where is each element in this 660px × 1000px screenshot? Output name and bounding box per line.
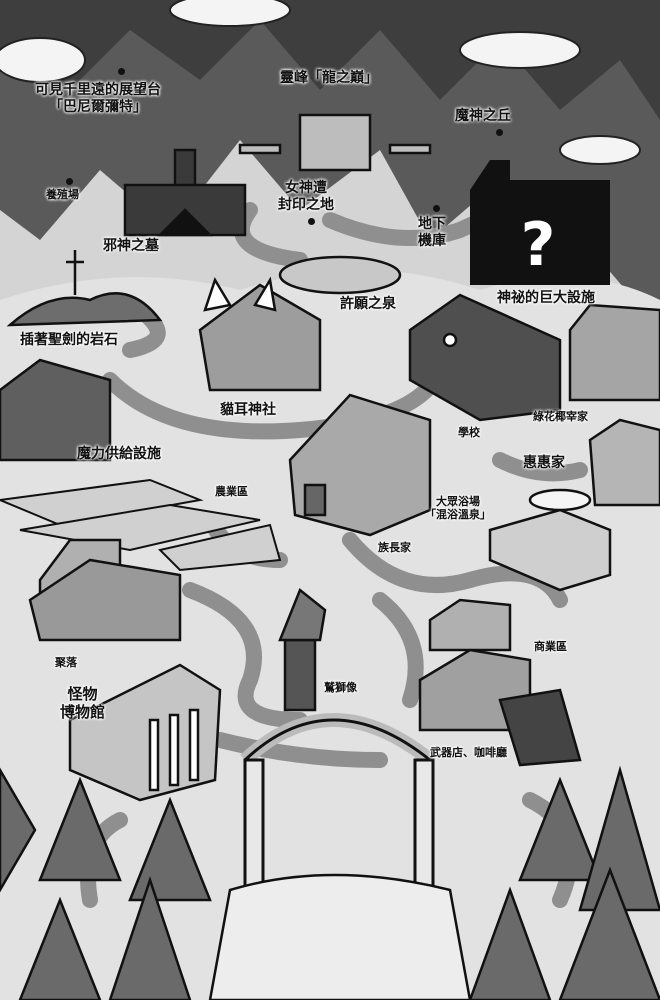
forest-trees bbox=[0, 765, 660, 1000]
label-school: 學校 bbox=[458, 426, 480, 439]
label-monster-museum: 怪物 博物館 bbox=[60, 685, 106, 721]
mystery-question-mark: ? bbox=[521, 210, 556, 280]
label-chief-house: 族長家 bbox=[378, 541, 411, 554]
label-goddess-seal: 女神遭 封印之地 bbox=[278, 180, 334, 213]
label-dragon-peak: 靈峰「龍之巔」 bbox=[280, 70, 378, 86]
holy-sword-rock bbox=[6, 250, 163, 327]
yunyun-house bbox=[568, 303, 660, 402]
goddess-seal-dot bbox=[308, 218, 315, 225]
label-wishing-spring: 許願之泉 bbox=[340, 296, 396, 312]
label-observatory: 可見千里遠的展望台 「巴尼爾彌特」 bbox=[35, 82, 161, 115]
label-mystery-facility: 神祕的巨大設施 bbox=[497, 290, 595, 306]
label-holy-sword-rock: 插著聖劍的岩石 bbox=[20, 332, 118, 348]
label-public-bath: 大眾浴場 「混浴溫泉」 bbox=[425, 495, 491, 521]
label-village: 聚落 bbox=[55, 656, 77, 669]
label-farm-area: 農業區 bbox=[215, 485, 248, 498]
mountain-peaks bbox=[0, 0, 660, 120]
cat-ear-shrine bbox=[198, 276, 322, 392]
label-weapon-cafe: 武器店、咖啡廳 bbox=[430, 746, 507, 759]
mystery-facility bbox=[470, 160, 610, 285]
school bbox=[408, 293, 562, 422]
observatory-dot bbox=[118, 68, 125, 75]
village-houses bbox=[28, 538, 182, 642]
griffin-statue bbox=[278, 587, 327, 712]
breeding-dot bbox=[66, 178, 73, 185]
cobblestone-path bbox=[208, 873, 472, 1000]
wishing-spring bbox=[278, 255, 402, 295]
hangar-dot bbox=[433, 205, 440, 212]
label-underground-hangar: 地下 機庫 bbox=[418, 216, 446, 249]
label-cat-ear-shrine: 貓耳神社 bbox=[220, 402, 276, 418]
commercial-buildings bbox=[418, 598, 582, 767]
label-mana-supply: 魔力供給設施 bbox=[77, 446, 161, 462]
label-megumin-house: 惠惠家 bbox=[523, 455, 565, 471]
label-yunyun-house: 綠花椰宰家 bbox=[533, 410, 588, 423]
mana-supply-facility bbox=[0, 358, 112, 462]
evil-god-tomb bbox=[123, 148, 247, 237]
label-evil-god-tomb: 邪神之墓 bbox=[103, 238, 159, 254]
label-breeding-farm: 養殖場 bbox=[46, 188, 79, 201]
clouds bbox=[0, 0, 641, 165]
demon-hill-dot bbox=[496, 129, 503, 136]
dragon-peak-gate bbox=[238, 113, 432, 172]
label-demon-hill: 魔神之丘 bbox=[455, 108, 511, 124]
chief-house bbox=[288, 393, 432, 537]
monster-museum bbox=[68, 663, 222, 802]
megumin-house bbox=[588, 418, 660, 507]
label-griffin-statue: 鷲獅像 bbox=[324, 681, 357, 694]
label-commercial-area: 商業區 bbox=[534, 640, 567, 653]
public-bath bbox=[488, 488, 612, 592]
